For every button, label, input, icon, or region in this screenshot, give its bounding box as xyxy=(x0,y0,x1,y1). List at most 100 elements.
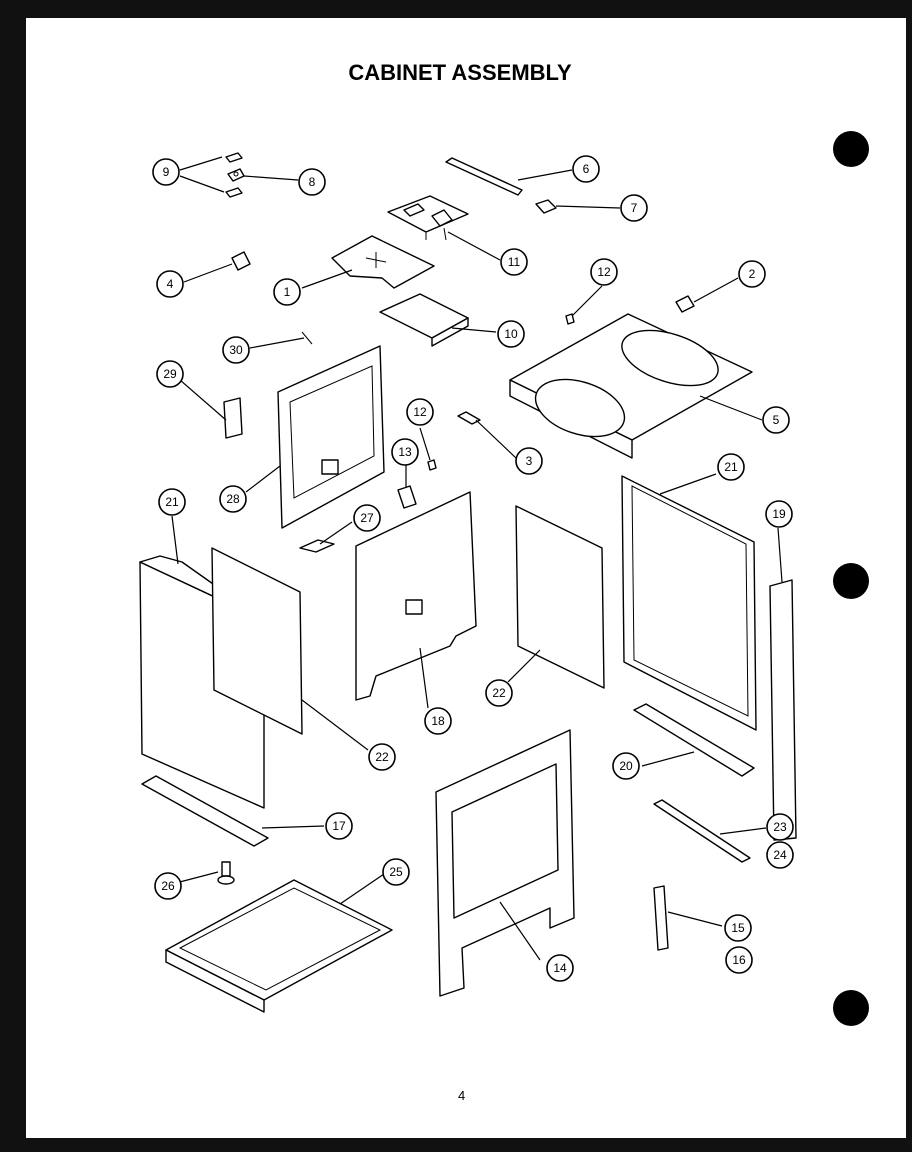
part-10-bracket-plate xyxy=(379,293,469,347)
page-title: CABINET ASSEMBLY xyxy=(348,60,572,85)
scan-border-top xyxy=(0,0,912,18)
part-27-part xyxy=(299,539,335,553)
part-29-bracket xyxy=(223,397,243,439)
part-26-foot xyxy=(217,861,235,885)
part-22-mid-panel xyxy=(515,505,605,689)
svg-text:11: 11 xyxy=(508,255,521,269)
svg-text:25: 25 xyxy=(389,865,403,879)
scan-border-right xyxy=(906,0,912,1152)
svg-text:24: 24 xyxy=(773,848,787,862)
part-19-frame-panel xyxy=(355,491,477,701)
part-7-block xyxy=(535,199,557,214)
part-6-bar xyxy=(445,157,523,196)
svg-text:9: 9 xyxy=(163,165,170,179)
part-20-trim xyxy=(769,579,797,841)
svg-text:2: 2 xyxy=(749,267,756,281)
svg-text:6: 6 xyxy=(583,162,590,176)
part-25-tray xyxy=(165,879,393,1013)
callout-22-mid: 22 xyxy=(485,679,513,707)
punch-hole-top xyxy=(833,131,869,167)
callout-29: 29 xyxy=(156,360,184,388)
svg-text:8: 8 xyxy=(309,175,316,189)
callout-8: 8 xyxy=(298,168,326,196)
callout-5: 5 xyxy=(762,406,790,434)
svg-text:30: 30 xyxy=(229,343,243,357)
part-28-back-panel xyxy=(277,345,385,529)
part-17-rail xyxy=(633,703,755,777)
svg-text:19: 19 xyxy=(772,507,786,521)
svg-text:18: 18 xyxy=(431,714,445,728)
callout-26: 26 xyxy=(154,872,182,900)
part-13-bracket xyxy=(397,485,417,509)
page-number: 4 xyxy=(458,1088,466,1103)
svg-text:21: 21 xyxy=(724,460,738,474)
svg-text:13: 13 xyxy=(398,445,412,459)
punch-hole-middle xyxy=(833,563,869,599)
scan-border-left xyxy=(0,0,26,1152)
part-18-rail xyxy=(141,775,269,847)
svg-text:22: 22 xyxy=(375,750,389,764)
callout-24: 24 xyxy=(766,841,794,869)
callout-21-left: 21 xyxy=(158,488,186,516)
callout-6: 6 xyxy=(572,155,600,183)
svg-text:15: 15 xyxy=(731,921,745,935)
part-23-24-rail xyxy=(653,799,751,863)
callout-11: 11 xyxy=(500,248,528,276)
svg-text:5: 5 xyxy=(773,413,780,427)
callout-16: 16 xyxy=(725,946,753,974)
part-5-cooktop xyxy=(509,313,753,459)
part-21-right-panel xyxy=(621,475,757,731)
part-15-16-hardware xyxy=(653,885,669,951)
svg-text:7: 7 xyxy=(631,201,638,215)
callout-14: 14 xyxy=(546,954,574,982)
svg-text:10: 10 xyxy=(504,327,518,341)
callout-15: 15 xyxy=(724,914,752,942)
part-12-top xyxy=(565,313,575,325)
part-3-bar xyxy=(457,411,481,425)
callout-21-right: 21 xyxy=(717,453,745,481)
part-11-assembly xyxy=(387,195,469,241)
callout-2: 2 xyxy=(738,260,766,288)
callout-13: 13 xyxy=(391,438,419,466)
callout-22-left: 22 xyxy=(368,743,396,771)
callout-7: 7 xyxy=(620,194,648,222)
svg-text:22: 22 xyxy=(492,686,506,700)
svg-text:20: 20 xyxy=(619,759,633,773)
callout-1: 1 xyxy=(273,278,301,306)
callout-4: 4 xyxy=(156,270,184,298)
callout-28: 28 xyxy=(219,485,247,513)
scan-border-bottom xyxy=(0,1138,912,1152)
svg-text:26: 26 xyxy=(161,879,175,893)
callout-12-top: 12 xyxy=(590,258,618,286)
svg-text:12: 12 xyxy=(597,265,611,279)
svg-text:23: 23 xyxy=(773,820,787,834)
callout-10: 10 xyxy=(497,320,525,348)
callout-3: 3 xyxy=(515,447,543,475)
svg-text:12: 12 xyxy=(413,405,427,419)
callout-17: 20 xyxy=(612,752,640,780)
callout-27: 27 xyxy=(353,504,381,532)
callout-12-mid: 12 xyxy=(406,398,434,426)
svg-text:17: 17 xyxy=(332,819,346,833)
part-14-front-frame xyxy=(435,729,575,997)
svg-text:21: 21 xyxy=(165,495,179,509)
callout-23: 23 xyxy=(766,813,794,841)
part-1-plate xyxy=(331,235,435,289)
svg-text:29: 29 xyxy=(163,367,177,381)
svg-text:1: 1 xyxy=(284,285,291,299)
part-12-mid xyxy=(427,459,437,471)
svg-text:4: 4 xyxy=(167,277,174,291)
callout-25: 25 xyxy=(382,858,410,886)
svg-text:28: 28 xyxy=(226,492,240,506)
svg-text:3: 3 xyxy=(526,454,533,468)
part-2-bracket xyxy=(675,295,695,313)
part-9-clips xyxy=(225,152,243,198)
callout-9: 9 xyxy=(152,158,180,186)
part-22-left-panel xyxy=(211,547,303,735)
callout-19: 18 xyxy=(424,707,452,735)
part-8-clip xyxy=(227,168,245,182)
callout-20: 19 xyxy=(765,500,793,528)
part-4-bracket xyxy=(231,251,251,271)
